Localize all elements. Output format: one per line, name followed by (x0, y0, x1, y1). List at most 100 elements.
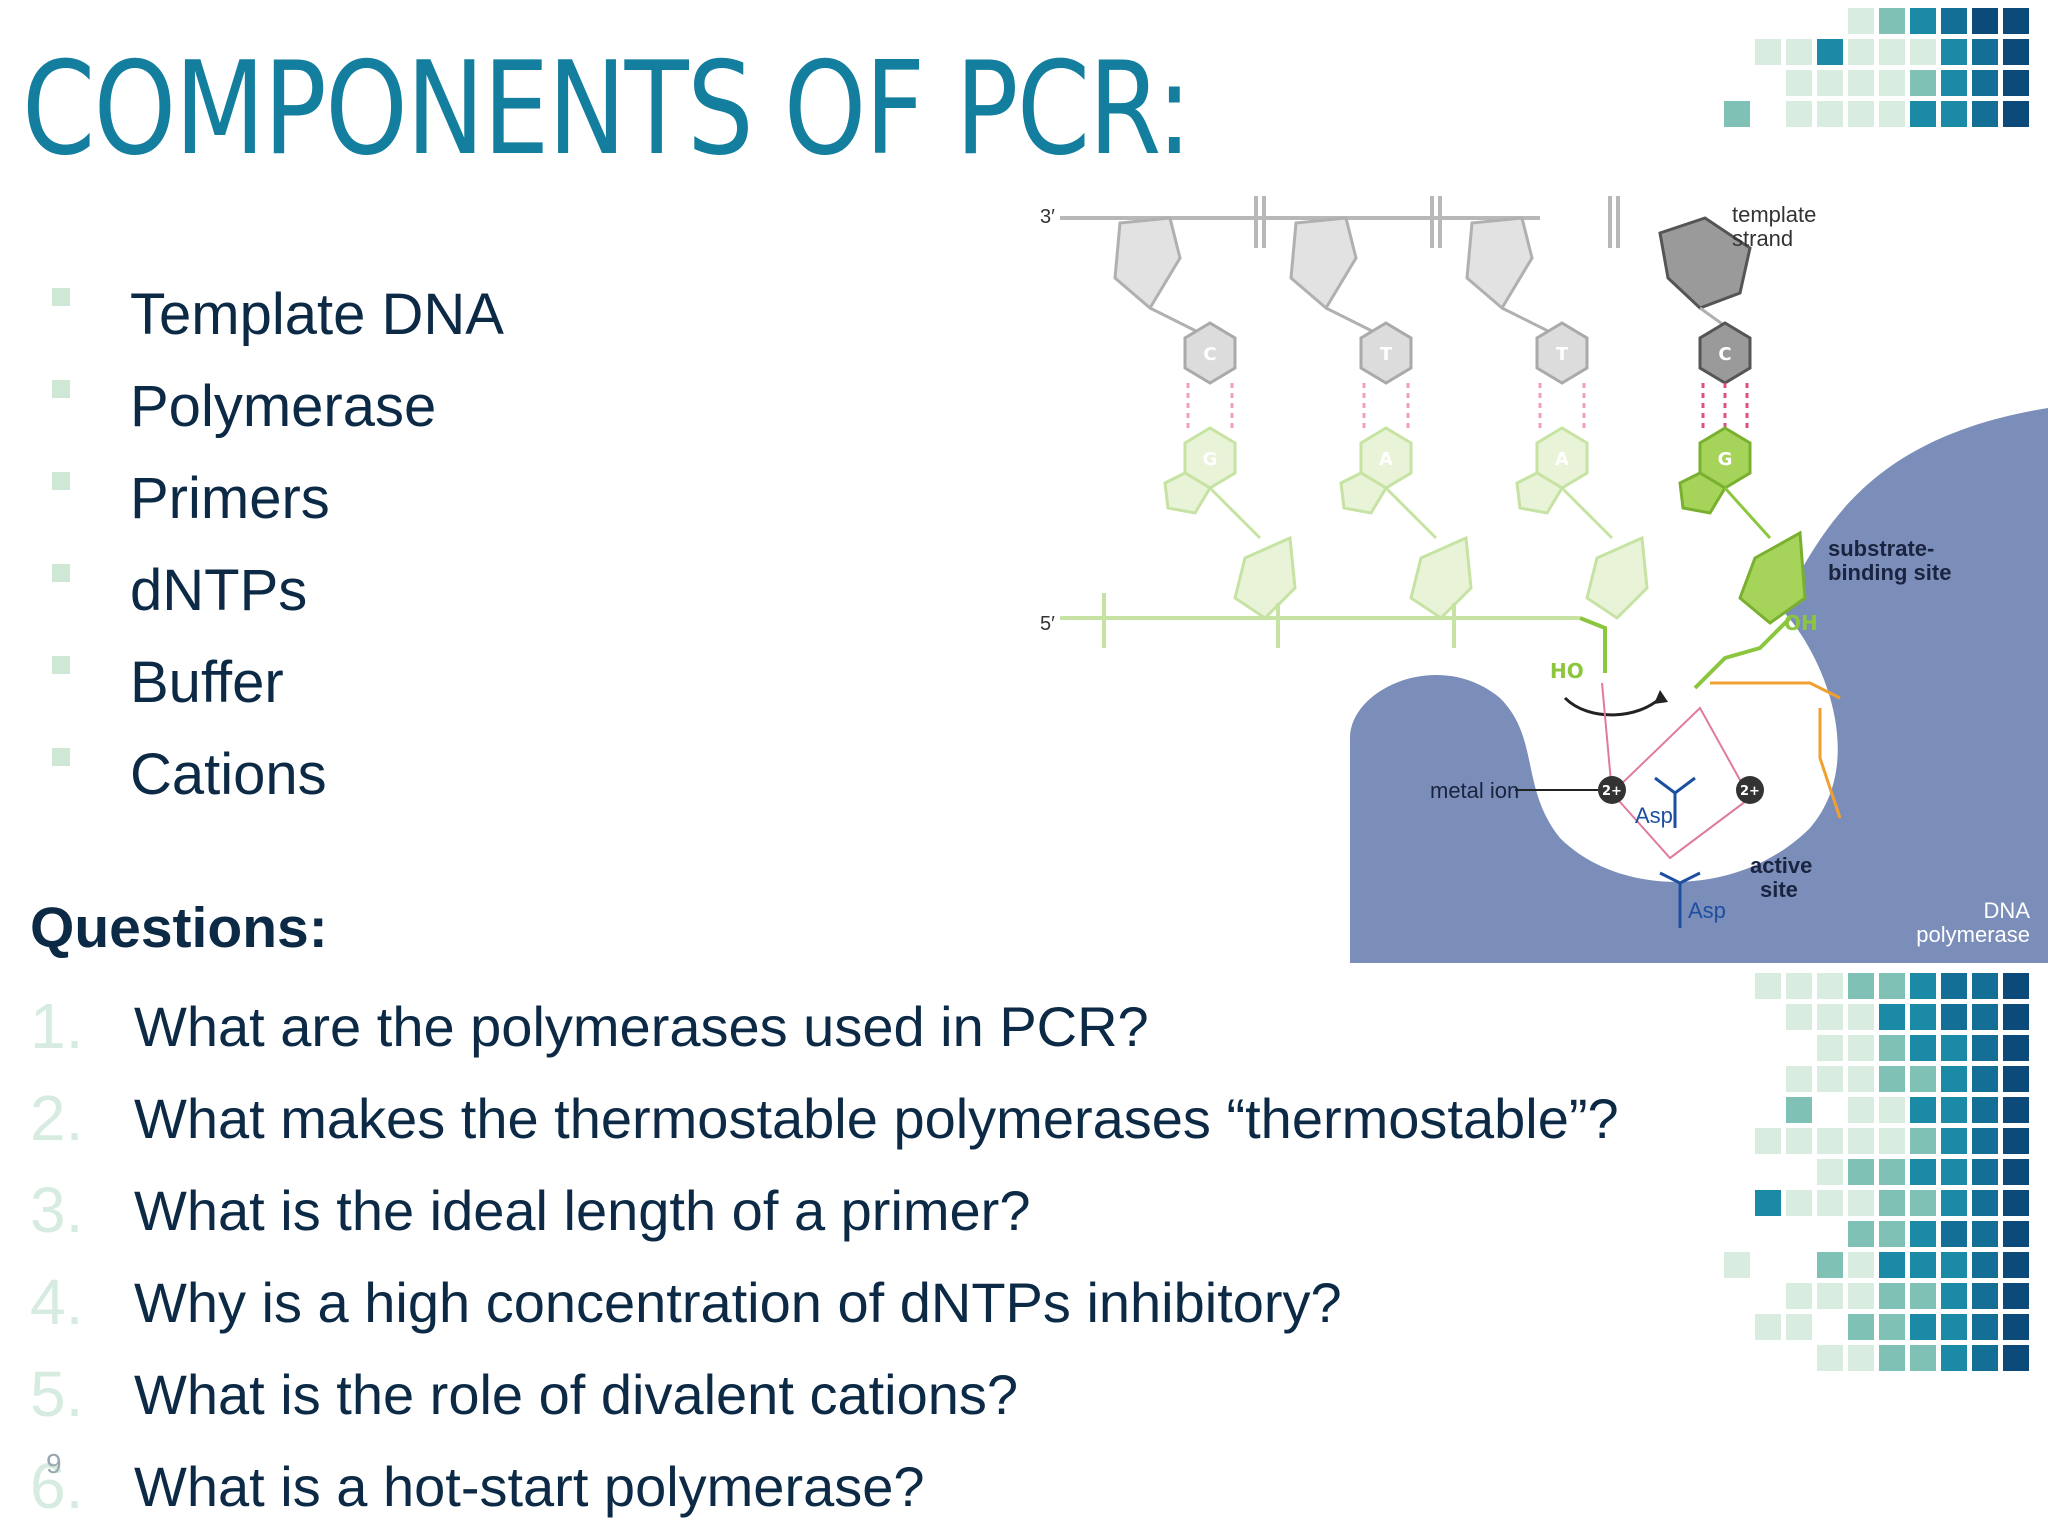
mosaic-square (1941, 1345, 1967, 1371)
mosaic-square (2003, 1314, 2029, 1340)
mosaic-square (1879, 1252, 1905, 1278)
mosaic-square (1755, 1128, 1781, 1154)
mosaic-square (1910, 1190, 1936, 1216)
template-strand-label: template (1732, 202, 1816, 227)
mosaic-square (1817, 101, 1843, 127)
template-bases (1183, 321, 1752, 385)
mosaic-square (1972, 101, 1998, 127)
mosaic-square (2003, 8, 2029, 34)
mosaic-square (1817, 1159, 1843, 1185)
mosaic-square (1848, 973, 1874, 999)
question-number: 1. (30, 990, 84, 1062)
mosaic-square (1724, 101, 1750, 127)
mosaic-square (1910, 1345, 1936, 1371)
mosaic-square (1972, 39, 1998, 65)
mosaic-square (1941, 1066, 1967, 1092)
hydroxyl-label: OH (1784, 611, 1818, 635)
mosaic-square (1879, 1097, 1905, 1123)
component-label: Polymerase (130, 373, 437, 439)
mosaic-square (1941, 101, 1967, 127)
aspartate-residues (1654, 776, 1701, 928)
mosaic-square (2003, 101, 2029, 127)
mosaic-square (1972, 1221, 1998, 1247)
mosaic-square (1817, 1252, 1843, 1278)
mosaic-square (1941, 39, 1967, 65)
mosaic-square (1879, 1283, 1905, 1309)
primer-base-label: G (1203, 449, 1218, 470)
decorative-mosaic-top (1720, 0, 2048, 180)
questions-list: 1.What are the polymerases used in PCR? … (30, 980, 1619, 1532)
ion-charge-label: 2+ (1602, 784, 1622, 799)
mosaic-square (1941, 1190, 1967, 1216)
question-item: 3. What is the ideal length of a primer? (30, 1164, 1619, 1256)
question-number: 4. (30, 1266, 84, 1338)
substrate-binding-label: substrate- (1828, 536, 1934, 561)
mosaic-square (1910, 1035, 1936, 1061)
mosaic-square (1848, 1221, 1874, 1247)
mosaic-square (1848, 70, 1874, 96)
dna-polymerase-shape (1350, 408, 2048, 963)
question-number: 5. (30, 1358, 84, 1430)
mosaic-square (1879, 1066, 1905, 1092)
mosaic-square (1817, 1066, 1843, 1092)
component-label: dNTPs (130, 557, 308, 623)
mosaic-square (1848, 8, 1874, 34)
bullet-square-icon (52, 472, 70, 490)
mosaic-square (1941, 1221, 1967, 1247)
mosaic-square (1817, 70, 1843, 96)
mosaic-square (1879, 1345, 1905, 1371)
primer-base-label: A (1379, 449, 1393, 470)
mosaic-square (1910, 1221, 1936, 1247)
list-item: Template DNA (48, 268, 504, 360)
primer-linkers (1208, 486, 1772, 540)
mosaic-square (1910, 973, 1936, 999)
mosaic-square (1848, 1035, 1874, 1061)
primer-backbone-ticks (1102, 593, 1456, 648)
mosaic-square (2003, 1035, 2029, 1061)
mosaic-square (1972, 70, 1998, 96)
mosaic-square (1941, 70, 1967, 96)
mosaic-square (1879, 1128, 1905, 1154)
mosaic-square (1910, 1159, 1936, 1185)
mosaic-square (1724, 1252, 1750, 1278)
template-base-label: C (1203, 344, 1216, 365)
mosaic-square (1817, 1190, 1843, 1216)
mosaic-square (1848, 1345, 1874, 1371)
question-text: What is the ideal length of a primer? (134, 1178, 1031, 1242)
mosaic-square (1786, 1283, 1812, 1309)
mosaic-square (2003, 973, 2029, 999)
primer-base-label: G (1718, 449, 1733, 470)
list-item: Primers (48, 452, 504, 544)
mosaic-square (1817, 1283, 1843, 1309)
mosaic-square (1941, 973, 1967, 999)
bullet-square-icon (52, 748, 70, 766)
mosaic-square (1910, 8, 1936, 34)
mosaic-square (1941, 1314, 1967, 1340)
mosaic-square (2003, 1159, 2029, 1185)
coordination-lines (1601, 682, 1752, 860)
arrow-head-icon (1654, 690, 1668, 704)
mosaic-square (1848, 1128, 1874, 1154)
mosaic-square (1755, 973, 1781, 999)
mosaic-square (1848, 1097, 1874, 1123)
mosaic-square (1786, 1066, 1812, 1092)
mosaic-square (2003, 1128, 2029, 1154)
active-site-label: site (1760, 877, 1798, 902)
incoming-dntp-link (1693, 616, 1792, 690)
mosaic-square (1817, 1128, 1843, 1154)
mosaic-square (1879, 1314, 1905, 1340)
mosaic-square (1755, 39, 1781, 65)
component-label: Template DNA (130, 281, 504, 347)
mosaic-square (1972, 973, 1998, 999)
mosaic-square (1848, 39, 1874, 65)
question-number: 3. (30, 1174, 84, 1246)
template-backbone-ticks (1254, 196, 1620, 248)
question-number: 2. (30, 1082, 84, 1154)
mosaic-square (1941, 8, 1967, 34)
aspartate-label: Asp (1688, 898, 1726, 923)
list-item: Polymerase (48, 360, 504, 452)
mosaic-square (1972, 1035, 1998, 1061)
mosaic-square (2003, 39, 2029, 65)
mosaic-square (1910, 1097, 1936, 1123)
mosaic-square (1817, 973, 1843, 999)
